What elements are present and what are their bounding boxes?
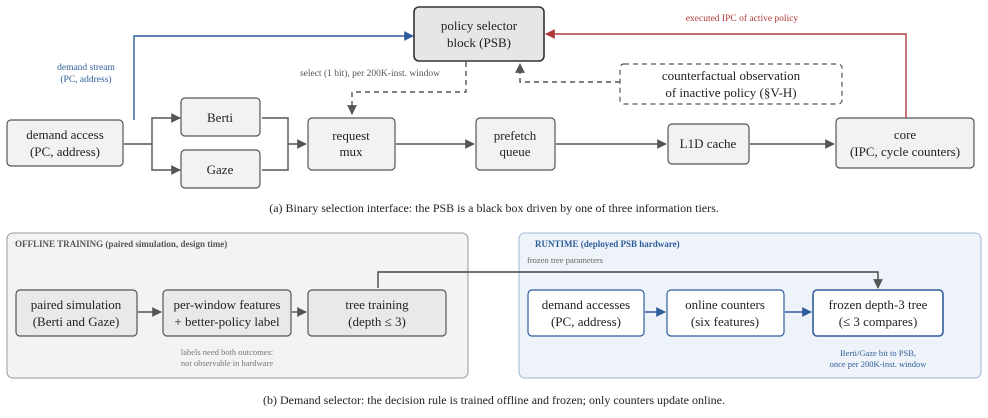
tree-training-line1: tree training bbox=[345, 297, 409, 312]
top-boxes bbox=[6, 6, 975, 189]
core-box bbox=[835, 117, 975, 169]
core-label-line1: core bbox=[894, 127, 917, 142]
berti-box bbox=[180, 97, 261, 137]
psb-label-line2: block (PSB) bbox=[447, 35, 511, 50]
berti-label: Berti bbox=[207, 110, 233, 125]
request-mux-label-line1: request bbox=[332, 128, 370, 143]
psb-label-line1: policy selector bbox=[441, 18, 518, 33]
demand-access-label-line1: demand access bbox=[26, 127, 104, 142]
arrow-frozen-params bbox=[377, 271, 883, 289]
tree-training-line2: (depth ≤ 3) bbox=[348, 314, 406, 329]
paired-sim-line2: (Berti and Gaze) bbox=[33, 314, 120, 329]
demand-access-box bbox=[6, 119, 124, 167]
prefetch-queue-box bbox=[475, 117, 556, 171]
labels-note-line2: not observable in hardware bbox=[181, 358, 274, 368]
runtime-note-line1: Berti/Gaze bit to PSB, bbox=[840, 348, 916, 358]
psb-box bbox=[413, 6, 545, 62]
frozen-tree-box bbox=[812, 289, 944, 337]
caption-a: (a) Binary selection interface: the PSB … bbox=[269, 201, 719, 215]
per-window-line1: per-window features bbox=[174, 297, 281, 312]
frozen-tree-line1: frozen depth-3 tree bbox=[829, 297, 928, 312]
frozen-params-label: frozen tree parameters bbox=[527, 255, 603, 265]
arrow-counterfactual bbox=[515, 63, 620, 83]
top-connectors bbox=[124, 29, 907, 175]
per-window-features-box bbox=[162, 289, 292, 337]
l1d-cache-label: L1D cache bbox=[680, 136, 737, 151]
demand-stream-label-line2: (PC, address) bbox=[60, 74, 111, 85]
demand-accesses-line2: (PC, address) bbox=[551, 314, 621, 329]
arrow-executed-ipc bbox=[545, 29, 907, 118]
demand-accesses-box bbox=[527, 289, 645, 337]
bottom-text: OFFLINE TRAINING (paired simulation, des… bbox=[15, 239, 928, 407]
caption-b: (b) Demand selector: the decision rule i… bbox=[263, 393, 725, 407]
prefetch-queue-label-line1: prefetch bbox=[494, 128, 537, 143]
request-mux-label-line2: mux bbox=[339, 144, 363, 159]
online-counters-box bbox=[666, 289, 785, 337]
counterfactual-label-line1: counterfactual observation bbox=[662, 68, 801, 83]
arrow-berti-to-mux bbox=[262, 117, 307, 149]
prefetch-queue-label-line2: queue bbox=[499, 144, 530, 159]
demand-access-label-line2: (PC, address) bbox=[30, 144, 100, 159]
offline-title: OFFLINE TRAINING (paired simulation, des… bbox=[15, 239, 227, 249]
demand-stream-label-line1: demand stream bbox=[57, 63, 115, 73]
core-label-line2: (IPC, cycle counters) bbox=[850, 144, 960, 159]
bottom-connectors bbox=[138, 271, 883, 317]
executed-ipc-label: executed IPC of active policy bbox=[686, 13, 799, 24]
gaze-label: Gaze bbox=[207, 162, 234, 177]
arrow-select bbox=[347, 62, 467, 115]
frozen-tree-line2: (≤ 3 compares) bbox=[839, 314, 918, 329]
request-mux-box bbox=[307, 117, 396, 171]
paired-simulation-box bbox=[15, 289, 138, 337]
gaze-box bbox=[180, 149, 261, 189]
paired-sim-line1: paired simulation bbox=[31, 297, 122, 312]
arrow-demand-stream bbox=[133, 31, 414, 120]
counterfactual-box bbox=[619, 63, 843, 105]
runtime-title: RUNTIME (deployed PSB hardware) bbox=[535, 239, 680, 249]
arrow-demand-to-berti bbox=[124, 113, 181, 145]
demand-accesses-line1: demand accesses bbox=[542, 297, 630, 312]
top-text: policy selector block (PSB) demand acces… bbox=[26, 13, 960, 215]
arrow-gaze-to-mux bbox=[262, 144, 289, 171]
select-label: select (1 bit), per 200K-inst. window bbox=[300, 68, 440, 79]
online-counters-line1: online counters bbox=[685, 297, 765, 312]
bottom-boxes bbox=[15, 289, 944, 337]
runtime-note-line2: once per 200K-inst. window bbox=[830, 359, 928, 369]
l1d-cache-box bbox=[667, 123, 750, 165]
counterfactual-label-line2: of inactive policy (§V-H) bbox=[665, 85, 796, 100]
arrow-demand-to-gaze bbox=[151, 144, 181, 175]
tree-training-box bbox=[307, 289, 447, 337]
labels-note-line1: labels need both outcomes: bbox=[181, 347, 273, 357]
per-window-line2: + better-policy label bbox=[174, 314, 280, 329]
online-counters-line2: (six features) bbox=[691, 314, 759, 329]
